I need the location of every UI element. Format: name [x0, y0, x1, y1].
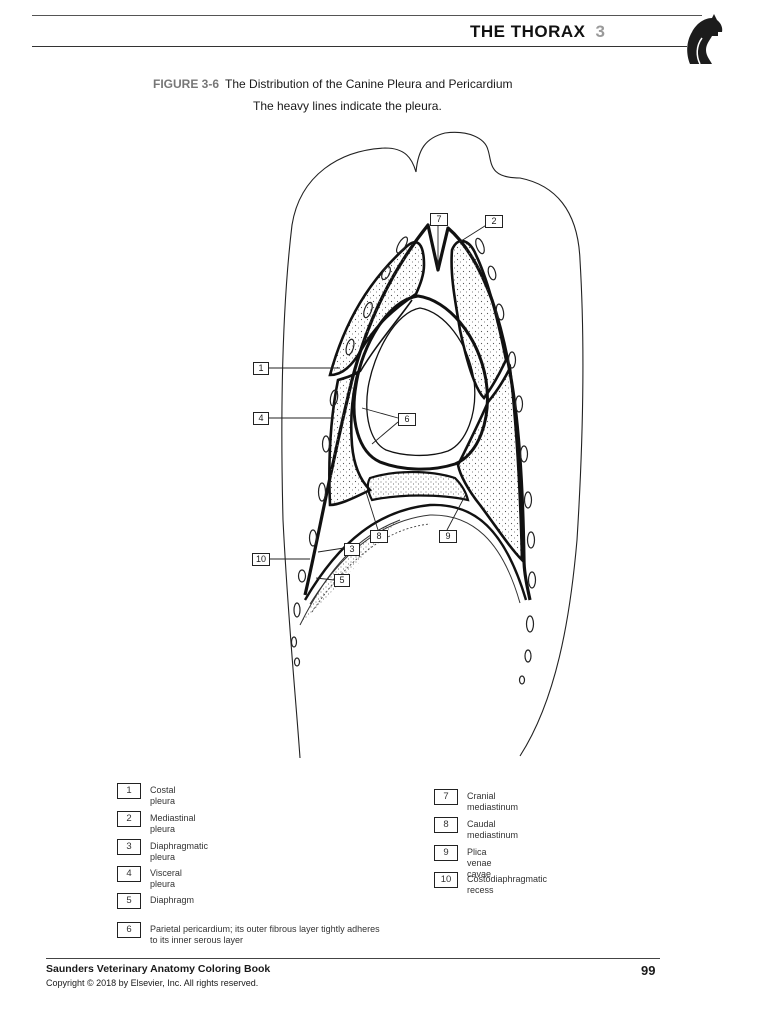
legend-text: Diaphragm [150, 895, 194, 906]
legend-number: 6 [117, 922, 141, 938]
right-lung-lower [458, 368, 522, 560]
callout-8: 8 [370, 530, 388, 543]
legend-number: 3 [117, 839, 141, 855]
legend-text: Mediastinal pleura [150, 813, 196, 835]
legend-text: Costal pleura [150, 785, 176, 807]
callout-7: 7 [430, 213, 448, 226]
legend-number: 9 [434, 845, 458, 861]
legend-number: 2 [117, 811, 141, 827]
legend-item-3: 3 Diaphragmatic pleura [117, 839, 208, 863]
legend-item-5: 5 Diaphragm [117, 893, 194, 909]
legend-item-2: 2 Mediastinal pleura [117, 811, 196, 835]
legend-item-8: 8 Caudal mediastinum [434, 817, 518, 841]
caudal-lung-strip [368, 472, 468, 500]
legend-item-1: 1 Costal pleura [117, 783, 176, 807]
callout-1: 1 [253, 362, 269, 375]
footer-book-title: Saunders Veterinary Anatomy Coloring Boo… [46, 963, 270, 975]
legend-item-4: 4 Visceral pleura [117, 866, 182, 890]
body-outline [282, 132, 583, 758]
legend-number: 10 [434, 872, 458, 888]
footer-copyright: Copyright © 2018 by Elsevier, Inc. All r… [46, 978, 258, 988]
callout-5: 5 [334, 574, 350, 587]
legend-text: Parietal pericardium; its outer fibrous … [150, 924, 380, 946]
callout-2: 2 [485, 215, 503, 228]
legend-number: 4 [117, 866, 141, 882]
left-lung-lower [329, 372, 370, 505]
parietal-pericardium-inner [367, 308, 475, 455]
legend-text: Diaphragmatic pleura [150, 841, 208, 863]
callout-4: 4 [253, 412, 269, 425]
footer-rule [46, 958, 660, 959]
legend-text: Cranial mediastinum [467, 791, 518, 813]
legend-number: 8 [434, 817, 458, 833]
page-number: 99 [641, 963, 655, 978]
legend-text: Costodiaphragmatic recess [467, 874, 547, 896]
legend-number: 7 [434, 789, 458, 805]
right-lung-upper [452, 241, 506, 398]
thorax-cross-section-diagram [0, 0, 768, 780]
legend-text: Caudal mediastinum [467, 819, 518, 841]
legend-text: Visceral pleura [150, 868, 182, 890]
callout-10: 10 [252, 553, 270, 566]
legend-item-7: 7 Cranial mediastinum [434, 789, 518, 813]
callout-9: 9 [439, 530, 457, 543]
legend-item-10: 10 Costodiaphragmatic recess [434, 872, 547, 896]
legend-number: 5 [117, 893, 141, 909]
callout-3: 3 [344, 543, 360, 556]
callout-6: 6 [398, 413, 416, 426]
legend-number: 1 [117, 783, 141, 799]
legend-item-6: 6 Parietal pericardium; its outer fibrou… [117, 922, 387, 946]
